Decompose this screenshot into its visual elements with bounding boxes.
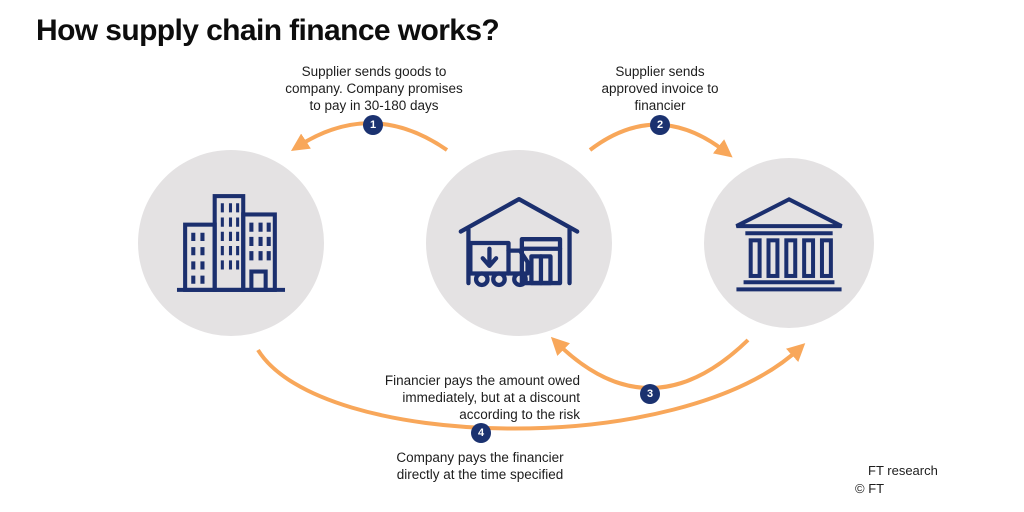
step-4-label: Company pays the financier directly at t… — [358, 449, 602, 483]
step-1-line: Supplier sends goods to — [301, 64, 447, 79]
financier-bank-icon — [735, 197, 843, 292]
step-2-line: Supplier sends — [615, 64, 705, 79]
financier-node — [704, 158, 874, 328]
step-4-line: directly at the time specified — [396, 467, 564, 482]
step-3-label: Financier pays the amount owed immediate… — [318, 372, 580, 423]
arrow-step-3 — [550, 336, 750, 390]
step-2-line: financier — [634, 98, 686, 113]
page-title: How supply chain finance works? — [36, 14, 500, 47]
step-3-line: Financier pays the amount owed — [384, 373, 580, 388]
step-2-line: approved invoice to — [601, 81, 719, 96]
step-3-line: according to the risk — [459, 407, 580, 422]
step-2-label: Supplier sends approved invoice to finan… — [560, 63, 760, 114]
copyright-notice: © FT — [855, 481, 885, 496]
source-credit: FT research — [868, 463, 938, 478]
step-1-badge: 1 — [363, 115, 383, 135]
supplier-node — [426, 150, 612, 336]
step-4-badge: 4 — [471, 423, 491, 443]
step-1-label: Supplier sends goods to company. Company… — [248, 63, 500, 114]
company-node — [138, 150, 324, 336]
step-4-line: Company pays the financier — [396, 450, 564, 465]
step-3-badge: 3 — [640, 384, 660, 404]
company-buildings-icon — [176, 194, 286, 292]
step-1-line: company. Company promises — [285, 81, 463, 96]
step-1-line: to pay in 30-180 days — [309, 98, 439, 113]
step-3-line: immediately, but at a discount — [402, 390, 580, 405]
supplier-warehouse-truck-icon — [458, 196, 580, 288]
step-2-badge: 2 — [650, 115, 670, 135]
